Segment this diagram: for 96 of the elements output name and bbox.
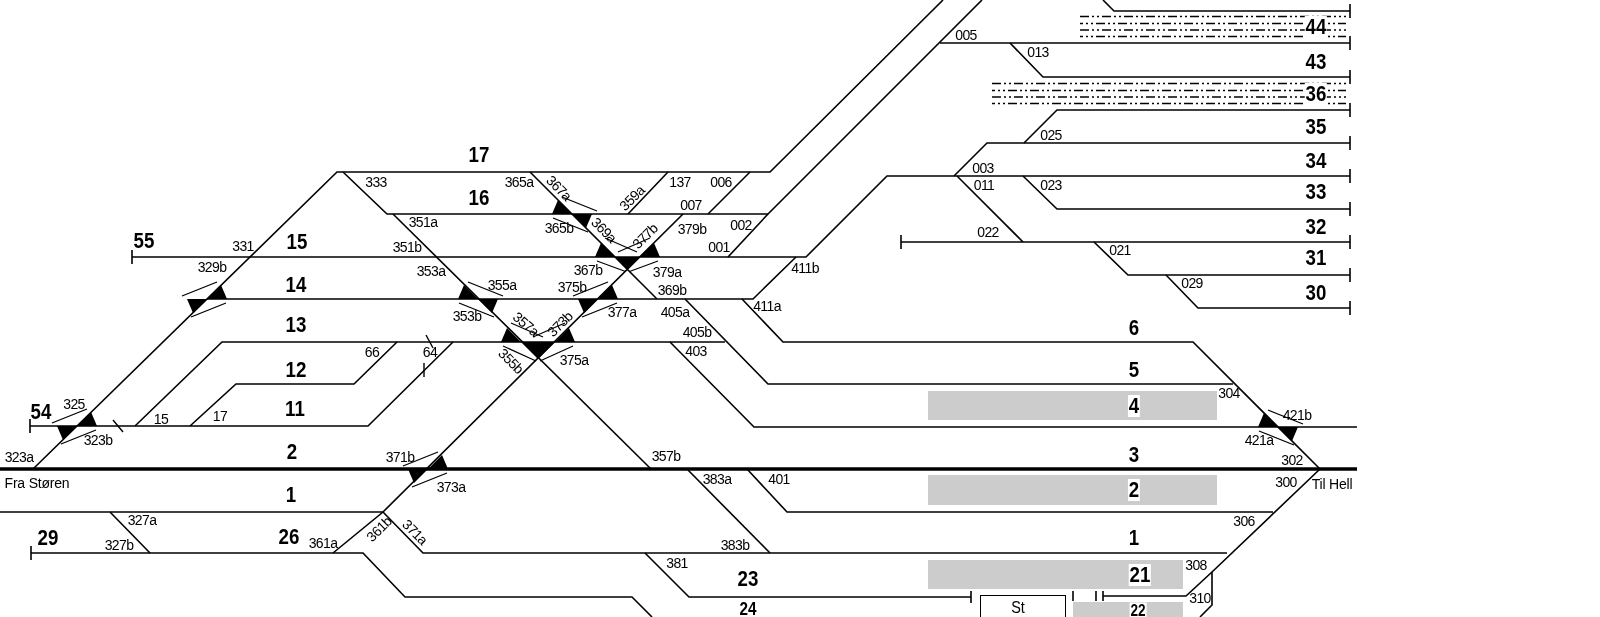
switch-number: 421b	[1282, 408, 1312, 422]
switch-number: 310	[1189, 591, 1211, 605]
switch-number: 383a	[702, 472, 732, 486]
direction-label: Fra Støren	[4, 476, 70, 490]
track-number: 22	[1129, 602, 1147, 617]
switch-number: 421a	[1244, 433, 1274, 447]
switch-number: 405a	[660, 305, 690, 319]
switch-number: 375a	[559, 353, 589, 367]
switch-number: 361a	[308, 536, 338, 550]
switch-number: 17	[212, 409, 228, 423]
switch-number: 381	[666, 556, 688, 570]
switch-number: 006	[710, 175, 732, 189]
switch-number: 367b	[573, 263, 603, 277]
track-number: 3	[1128, 444, 1140, 466]
switch-number: 308	[1185, 558, 1207, 572]
track-number: 54	[30, 401, 52, 423]
switch-number: 373a	[436, 480, 466, 494]
track-number: 43	[1305, 51, 1327, 73]
track-number: 14	[285, 274, 307, 296]
switch-number: 353a	[416, 264, 446, 278]
switch-number: 379b	[677, 222, 707, 236]
track-number: 2	[286, 441, 298, 463]
switch-number: 355a	[487, 278, 517, 292]
switch-number: 021	[1109, 243, 1131, 257]
switch-number: 353b	[452, 309, 482, 323]
track-number: 34	[1305, 150, 1327, 172]
track-number: 36	[1304, 82, 1328, 105]
track-number: 29	[37, 527, 59, 549]
switch-number: 379a	[652, 265, 682, 279]
switch-number: 365b	[544, 221, 574, 235]
switch-number: 137	[669, 175, 691, 189]
switch-number: 323a	[4, 450, 34, 464]
switch-number: 365a	[504, 175, 534, 189]
switch-number: 304	[1218, 386, 1240, 400]
track-number: 15	[286, 231, 308, 253]
track-number: 2	[1127, 479, 1141, 501]
switch-number: 383b	[720, 538, 750, 552]
track-number: 21	[1128, 563, 1152, 586]
switch-number: 411a	[753, 299, 781, 313]
switch-number: 300	[1275, 475, 1297, 489]
switch-number: 401	[768, 472, 790, 486]
switch-number: 331	[232, 239, 254, 253]
track-number: 23	[737, 568, 759, 590]
track-number: 1	[1128, 527, 1140, 549]
switch-number: 007	[680, 198, 702, 212]
switch-number: 327a	[127, 513, 157, 527]
track-number: 4	[1127, 394, 1141, 417]
switch-number: 005	[955, 28, 977, 42]
switch-number: 013	[1027, 45, 1049, 59]
switch-number: 323b	[83, 433, 113, 447]
switch-number: 011	[973, 178, 995, 192]
switch-number: 329b	[197, 260, 227, 274]
switch-number: 405b	[682, 325, 712, 339]
switch-number: 302	[1281, 453, 1303, 467]
direction-label: Til Hell	[1311, 477, 1353, 491]
switch-number: 377a	[607, 305, 637, 319]
track-number: 13	[285, 314, 307, 336]
switch-number: 029	[1181, 276, 1203, 290]
switch-number: 351b	[392, 240, 422, 254]
switch-number: 66	[364, 345, 380, 359]
switch-number: 369b	[657, 283, 687, 297]
switch-number: 003	[972, 161, 994, 175]
switch-number: 023	[1040, 178, 1062, 192]
switch-number: 306	[1233, 514, 1255, 528]
switch-number: 375b	[557, 280, 587, 294]
switch-number: 022	[977, 225, 999, 239]
track-number: 12	[285, 359, 307, 381]
track-number: 55	[133, 230, 155, 252]
switch-number: 327b	[104, 538, 134, 552]
switch-number: 411b	[791, 261, 819, 275]
switch-number: 333	[365, 175, 387, 189]
track-number: 33	[1305, 181, 1327, 203]
switch-number: 371b	[385, 450, 415, 464]
track-number: 26	[278, 526, 300, 548]
track-number: 1	[285, 484, 297, 506]
switch-number: 001	[708, 240, 730, 254]
switch-number: 403	[685, 344, 707, 358]
track-number: 6	[1128, 317, 1140, 339]
track-number: 11	[285, 398, 305, 420]
track-number: 16	[468, 187, 490, 209]
track-number: 35	[1305, 116, 1327, 138]
switch-number: 002	[730, 218, 752, 232]
track-number: 24	[739, 601, 757, 617]
track-number: 30	[1305, 282, 1327, 304]
switch-number: 325	[63, 397, 85, 411]
switch-number: 025	[1040, 128, 1062, 142]
building-label: St	[1010, 598, 1026, 615]
switch-number: 64	[422, 345, 438, 359]
switch-number: 357b	[651, 449, 681, 463]
track-number: 32	[1305, 216, 1327, 238]
track-number: 17	[468, 144, 490, 166]
switch-number: 351a	[408, 215, 438, 229]
switch-number: 15	[153, 412, 169, 426]
track-number: 31	[1305, 247, 1327, 269]
track-number: 44	[1304, 15, 1328, 38]
track-number: 5	[1128, 359, 1140, 381]
